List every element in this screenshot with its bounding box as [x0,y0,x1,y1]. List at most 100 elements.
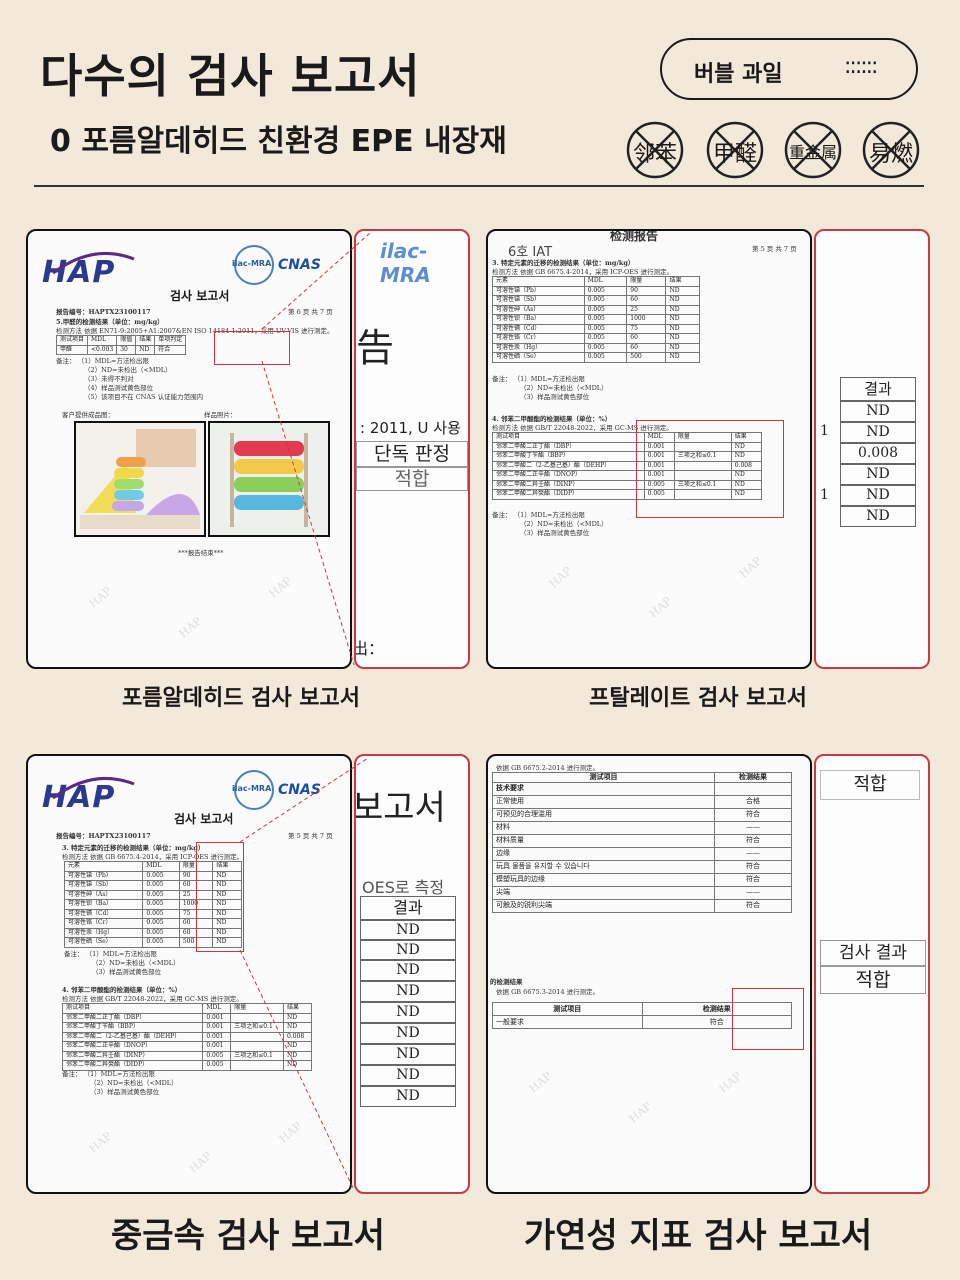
non-flammable-badge: 易燃 [861,120,921,180]
zoom-judgement-value: 적합 [356,467,468,491]
flammability-zoom-panel: 적합 검사 결과 적합 [814,754,930,1194]
note-line: （3）未得不判对 [84,375,134,383]
zoom-result-cell: ND [840,464,916,485]
page-number: 第 5 页 共 7 页 [288,832,333,840]
section-heading: 3. 特定元素的迁移的检测结果（单位：mg/kg） [62,844,205,852]
zoom-result-cell: ND [360,1023,456,1044]
sample-photo [208,421,330,537]
zoom-result-cell: ND [840,401,916,422]
watermark: HAP [716,1069,745,1096]
table-row: 可触及的锐利尖端符合 [492,898,793,913]
method-line: 检测方法 依据 EN71-9:2005+A1:2007&EN ISO 14184… [56,327,334,335]
hap-logo-swoosh [52,252,135,275]
watermark: HAP [626,1099,655,1126]
table-row: 材料—— [492,820,793,835]
section2-heading: 的检测结果 [490,978,523,986]
zoom-result-cell: ND [840,506,916,527]
zoom-result-cell: ND [360,940,456,960]
formaldehyde-report-doc: HAP ilac-MRA CNAS 검사 보고서 报告编号：HAPTX23100… [26,229,352,669]
note-line: （2）ND=未检出（<MDL） [520,384,608,392]
method2-line: 检测方法 依据 GB/T 22048-2022，采用 GC-MS 进行测定。 [492,424,673,432]
watermark: HAP [736,554,765,581]
watermark: HAP [176,614,205,641]
zoom-method-text: OES로 측정 [362,878,445,897]
table-row: 一般要求符合 [492,1015,792,1029]
cnas-label: CNAS [278,257,321,273]
ilac-seal-icon [234,770,274,810]
caption-formaldehyde: 포름알데히드 검사 보고서 [122,686,360,711]
formaldehyde-zoom-panel: ilac-MRA 告 : 2011, U 사용 단독 판정 적합 出： [354,229,470,669]
prohibited-icon [862,121,920,179]
note-line: （2）ND=未检出（<MDL） [520,520,608,528]
method-line: 依据 GB 6675.2-2014 进行测定。 [496,764,600,772]
highlight-box [636,420,784,518]
section-heading: 3. 特定元素的迁移的检测结果（单位：mg/kg） [492,259,635,267]
foam-play-set-image [76,423,204,535]
page-number: 第 5 页 共 7 页 [752,245,797,253]
zoom-result-cell: ND [360,920,456,940]
product-photo-label: 客户提供成品图： [62,411,114,419]
method-line: 检测方法 依据 GB 6675.4-2014，采用 ICP-OES 进行测定。 [492,268,674,276]
page-title: 다수의 검사 보고서 [40,49,421,103]
zoom-result-cell: ND [840,422,916,443]
table-row: 模塑玩具的边缘符合 [492,872,793,887]
zoom-result-cell: ND [360,1044,456,1065]
caption-phthalate: 프탈레이트 검사 보고서 [589,686,807,711]
zoom-result-cell: ND [360,981,456,1002]
prohibited-icon [784,121,842,179]
flammability-report-doc: 依据 GB 6675.2-2014 进行测定。 测试项目检测结果 技术要求 正常… [486,754,812,1194]
report-number: 报告编号：HAPTX23100117 [56,832,151,840]
zoom-grid-line [816,379,841,527]
zoom-result-head: 결과 [840,377,916,401]
prohibited-icon [626,121,684,179]
phthalate-zoom-panel: 결과 ND ND 0.008 ND ND ND 1 1 [814,229,930,669]
product-name-pill: 버블 과일 :::::: [660,38,918,100]
table-row: 材料质量符合 [492,833,793,848]
method-line: 检测方法 依据 GB 6675.4-2014，采用 ICP-OES 进行测定。 [62,853,244,861]
table-row: 边缘—— [492,846,793,861]
doc-header: 检测报告 [610,229,659,243]
highlight-box [732,988,804,1050]
heavy-metal-report-doc: HAP ilac-MRA CNAS 검사 보고서 报告编号：HAPTX23100… [26,754,352,1194]
highlight-box [196,842,244,952]
report-number: 报告编号：HAPTX23100117 [56,308,151,316]
ilac-label: ilac-MRA [232,259,272,268]
watermark: HAP [526,1069,555,1096]
page-subtitle: 0 포름알데히드 친환경 EPE 내장재 [50,124,507,159]
section-heading: 5.甲醛的检测结果（单位：mg/kg） [56,318,164,326]
note-line: （3）样品测试黄色部位 [92,968,162,976]
note-line: 备注： （1）MDL=方法检出限 [62,1070,155,1078]
note-line: （3）样品测试黄色部位 [520,529,590,537]
phthalate-report-doc: 检测报告 6호 IAT 第 5 页 共 7 页 3. 特定元素的迁移的检测结果（… [486,229,812,669]
hap-logo-swoosh [52,777,135,800]
note-line: （2）ND=未检出（<MDL） [84,366,172,374]
hazard-free-badges: 邻苯 甲醛 重金属 易燃 [625,120,925,180]
pill-label: 버블 과일 [694,62,783,87]
zoom-result-cell: 0.008 [840,443,916,464]
cnas-label: CNAS [278,782,321,798]
zoom-result-head: 결과 [360,896,456,920]
note-line: 备注： （1）MDL=方法检出限 [64,950,157,958]
note-line: （3）样品测试黄色部位 [90,1088,160,1096]
zoom-judgement-head: 단독 판정 [356,441,468,467]
section2-heading: 4. 邻苯二甲酸酯的检测结果（单位：%） [492,415,612,423]
no-phthalate-badge: 邻苯 [625,120,685,180]
badge-label: 易燃 [868,142,913,167]
product-photo [74,421,206,537]
note-line: （2）ND=未检出（<MDL） [92,959,180,967]
table-row: 尖端—— [492,885,793,900]
table-header-row: 测试项目检测结果 [492,772,793,783]
table-row: 可预见的合理滥用符合 [492,807,793,822]
ilac-seal-icon [234,245,274,285]
method2-line: 依据 GB 6675.3-2014 进行测定。 [496,988,600,996]
